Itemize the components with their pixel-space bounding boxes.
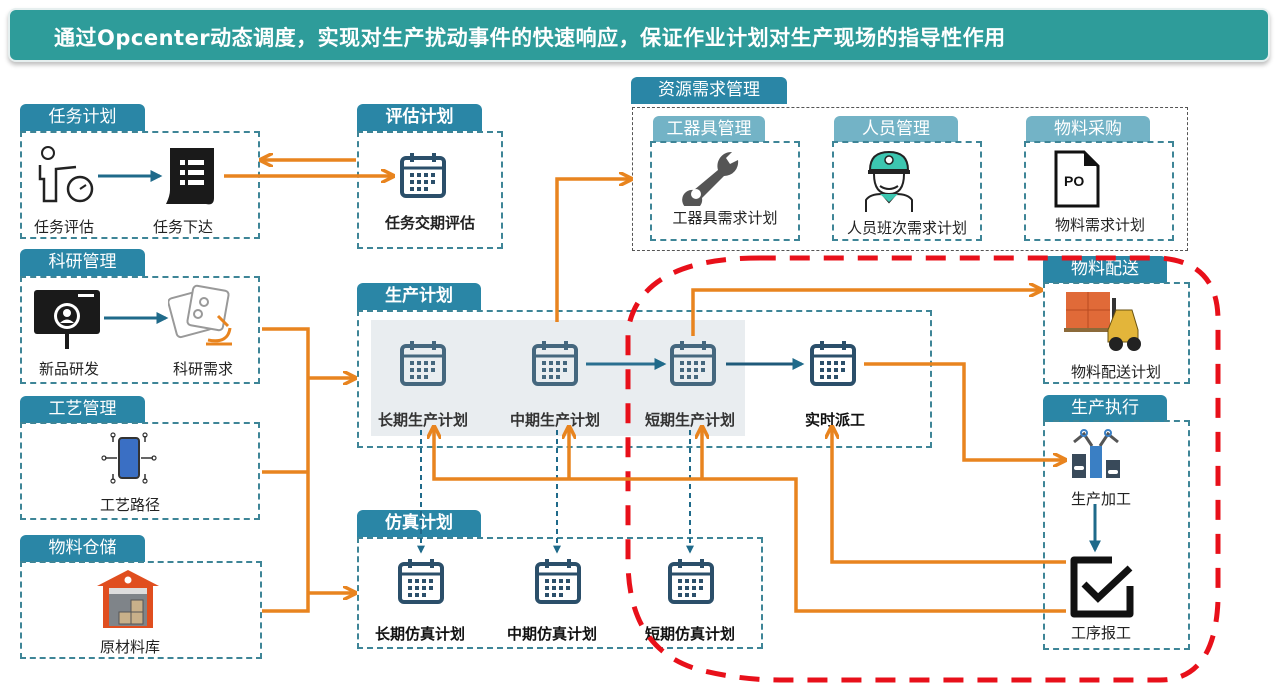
label-long-term-simulation: 长期仿真计划 — [374, 625, 465, 643]
label-operation-report: 工序报工 — [1070, 624, 1131, 642]
document-list-icon — [166, 148, 214, 205]
banner-title: 通过Opcenter动态调度，实现对生产扰动事件的快速响应，保证作业计划对生产现… — [54, 26, 1006, 50]
po-document-icon: PO — [1054, 150, 1100, 208]
tab-process: 工艺管理 — [20, 396, 145, 423]
tab-task-plan: 任务计划 — [20, 104, 145, 131]
label-short-term-plan: 短期生产计划 — [644, 411, 735, 429]
tab-resource: 资源需求管理 — [631, 77, 787, 104]
label-new-product-rd: 新品研发 — [38, 360, 99, 378]
label-raw-material-warehouse: 原材料库 — [99, 638, 160, 656]
arrow-report-feedback-plans — [434, 428, 1066, 613]
storage-box — [20, 561, 262, 659]
arrow-inputs-bus — [262, 327, 310, 613]
label-tools-plan: 工器具需求计划 — [672, 209, 778, 227]
simulation-plan-box — [357, 537, 763, 649]
tools-box — [650, 141, 800, 241]
procurement-box — [1024, 141, 1174, 241]
label-research-demand: 科研需求 — [172, 360, 233, 378]
circuit-phone-icon — [101, 432, 157, 484]
label-long-term-plan: 长期生产计划 — [377, 411, 468, 429]
label-production-processing: 生产加工 — [1070, 490, 1131, 508]
arrow-report-to-dispatch — [832, 428, 1066, 564]
arrow-short-to-delivery — [691, 290, 1040, 336]
arrow-dispatch-to-processing — [864, 362, 1064, 460]
label-delivery-plan: 物料配送计划 — [1070, 363, 1161, 381]
label-short-term-simulation: 短期仿真计划 — [644, 625, 735, 643]
microscope-cards-icon — [168, 284, 232, 346]
disturbance-response-boundary — [625, 255, 1221, 683]
label-mid-term-simulation: 中期仿真计划 — [506, 625, 597, 643]
person-clock-icon — [38, 146, 94, 203]
tab-simulation-plan: 仿真计划 — [357, 510, 481, 537]
production-plan-box — [357, 310, 932, 448]
tab-personnel: 人员管理 — [834, 116, 958, 142]
wrench-icon — [682, 151, 739, 206]
tab-procurement: 物料采购 — [1026, 116, 1150, 142]
personnel-box — [832, 141, 982, 241]
label-task-release: 任务下达 — [152, 218, 213, 236]
tab-eval-plan: 评估计划 — [357, 104, 482, 131]
robot-factory-icon — [1072, 429, 1120, 478]
browser-search-icon — [34, 290, 100, 349]
po-text: PO — [1064, 173, 1084, 189]
forklift-icon — [1064, 292, 1141, 351]
label-realtime-dispatch: 实时派工 — [804, 411, 865, 429]
label-task-evaluation: 任务评估 — [33, 218, 94, 236]
process-box — [20, 422, 260, 520]
tab-execution: 生产执行 — [1043, 395, 1167, 422]
tab-production-plan: 生产计划 — [357, 283, 481, 310]
delivery-box — [1043, 282, 1190, 384]
warehouse-icon — [97, 570, 159, 628]
eval-plan-box — [357, 131, 503, 249]
tab-storage: 物料仓储 — [20, 535, 145, 562]
title-banner: 通过Opcenter动态调度，实现对生产扰动事件的快速响应，保证作业计划对生产现… — [8, 8, 1270, 62]
arrow-mid-to-resource — [555, 179, 630, 322]
worker-icon — [865, 150, 913, 212]
label-personnel-plan: 人员班次需求计划 — [846, 219, 967, 237]
label-material-demand-plan: 物料需求计划 — [1054, 216, 1145, 234]
tab-tools: 工器具管理 — [653, 116, 765, 142]
label-mid-term-plan: 中期生产计划 — [509, 411, 600, 429]
tab-rnd: 科研管理 — [20, 249, 145, 276]
execution-box — [1043, 420, 1190, 650]
checkbox-icon — [1070, 556, 1134, 618]
rnd-box — [20, 276, 260, 384]
task-plan-box — [20, 131, 260, 239]
label-process-route: 工艺路径 — [99, 496, 160, 514]
label-delivery-evaluation: 任务交期评估 — [384, 214, 475, 232]
